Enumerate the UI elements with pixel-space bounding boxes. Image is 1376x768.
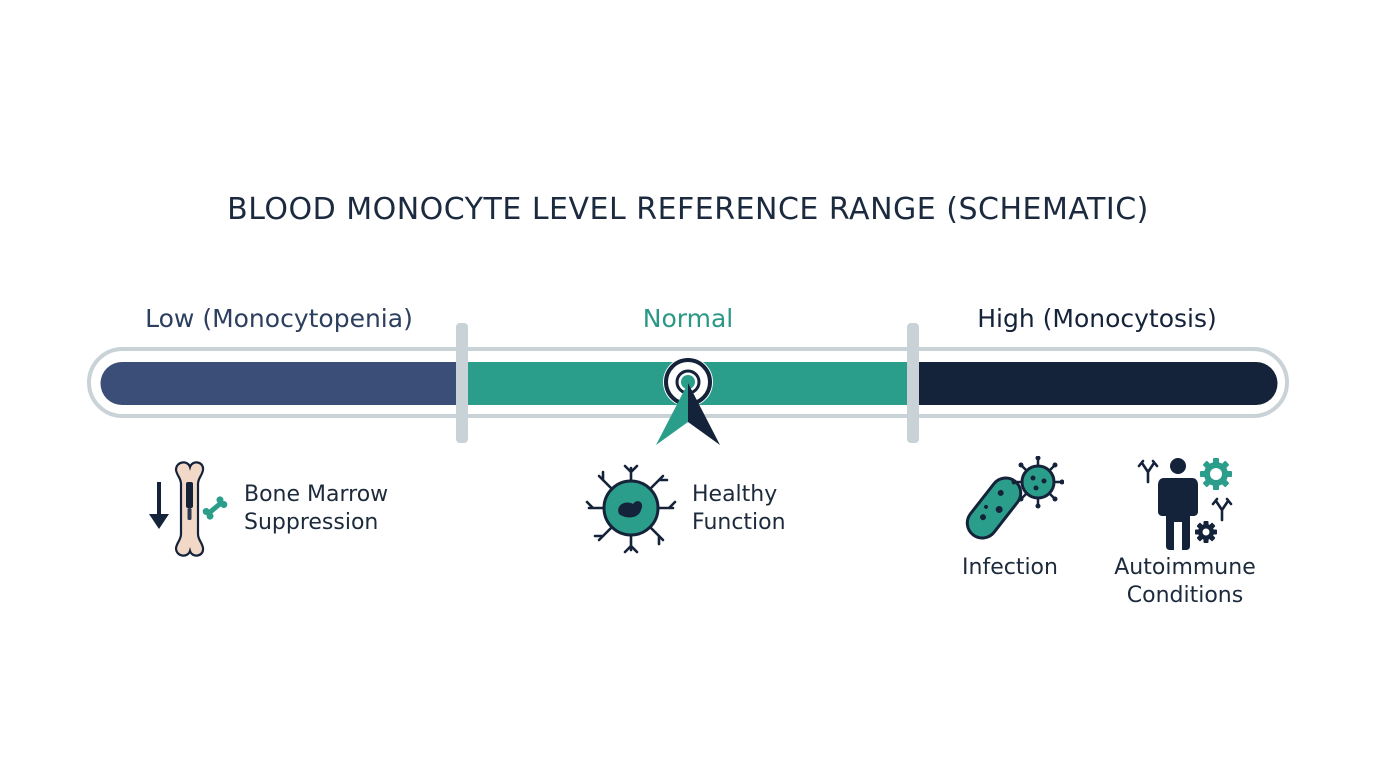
monocyte-cell-icon (583, 460, 679, 561)
divider-normal-high (907, 323, 919, 443)
cause-low-line1: Bone Marrow (244, 482, 389, 507)
person-antibody-gear-icon (1134, 454, 1238, 557)
cause-autoimmune-line1: Autoimmune (1114, 555, 1256, 580)
range-segment-low (100, 362, 462, 405)
range-bar (87, 323, 1289, 445)
range-segment-high (913, 362, 1278, 405)
divider-low-normal (456, 323, 468, 443)
pathogen-icon (960, 455, 1065, 551)
cause-normal-line1: Healthy (692, 482, 778, 507)
bone-marrow-down-icon (146, 458, 234, 565)
page-title: BLOOD MONOCYTE LEVEL REFERENCE RANGE (SC… (227, 192, 1149, 227)
cause-autoimmune-line2: Conditions (1126, 583, 1244, 608)
cause-normal-line2: Function (692, 510, 786, 535)
cause-autoimmune-caption: Autoimmune Conditions (1104, 554, 1266, 610)
cause-infection-caption: Infection (948, 554, 1072, 582)
cause-low-caption: Bone Marrow Suppression (244, 481, 388, 537)
segment-label-high: High (Monocytosis) (977, 304, 1217, 333)
cause-normal-caption: Healthy Function (692, 481, 786, 537)
level-marker-icon (656, 357, 720, 445)
segment-label-low: Low (Monocytopenia) (145, 304, 413, 333)
cause-infection-line1: Infection (962, 555, 1058, 580)
segment-label-normal: Normal (642, 304, 734, 333)
cause-low-line2: Suppression (244, 510, 379, 535)
